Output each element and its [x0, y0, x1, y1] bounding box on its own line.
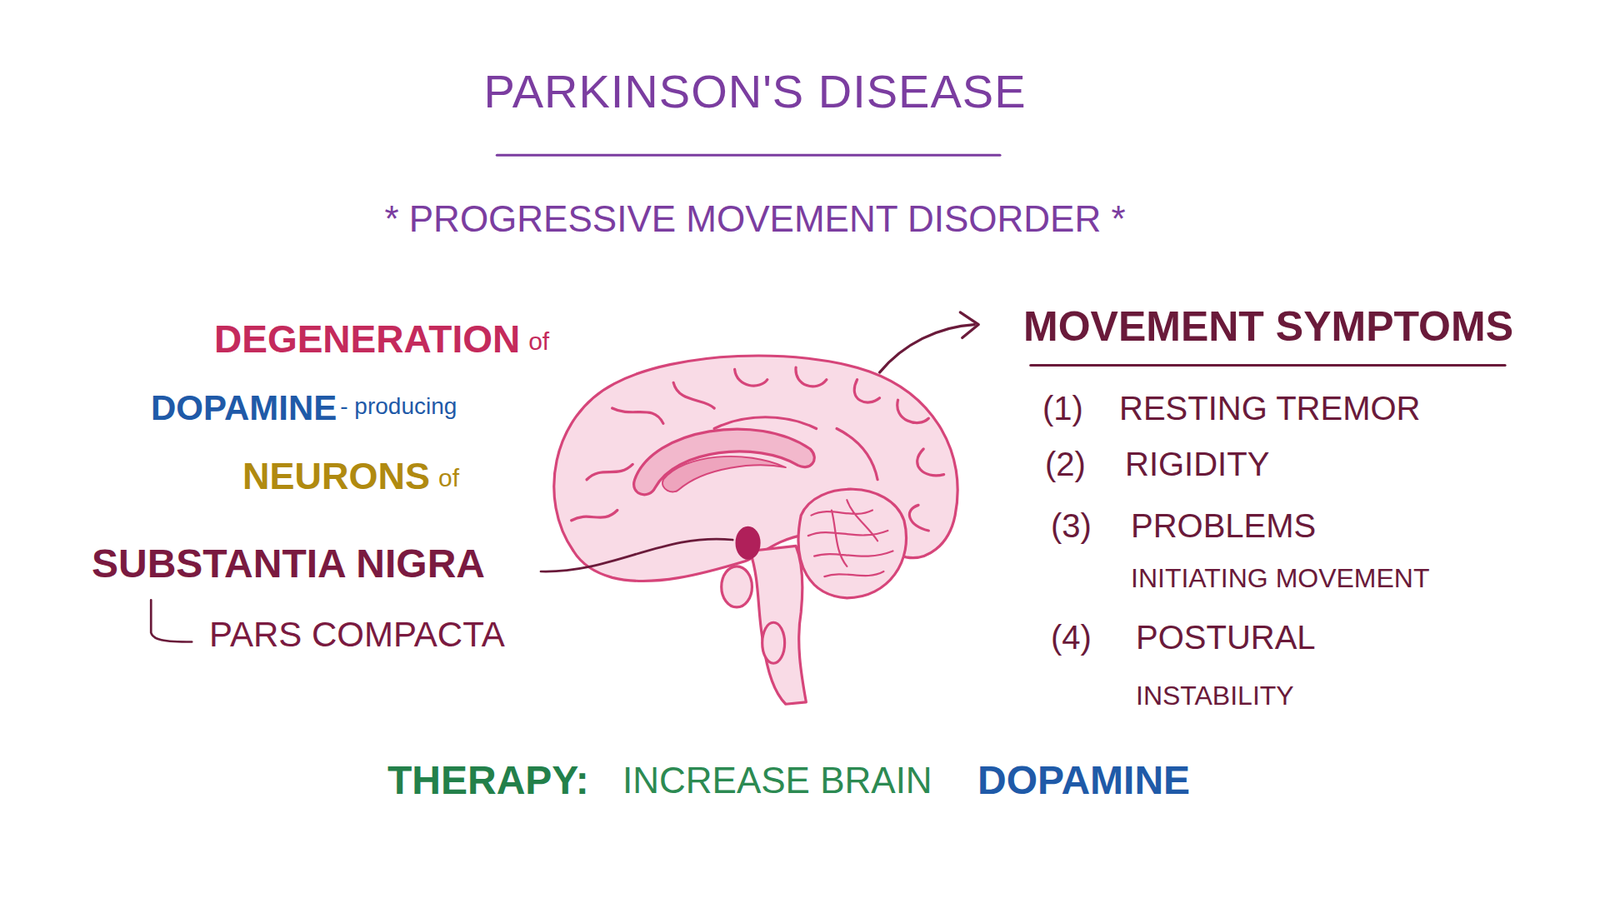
symptom: RESTING TREMOR: [1119, 388, 1421, 429]
bracket: [150, 600, 192, 642]
list-number: (3): [1050, 505, 1092, 546]
connector-word: of: [528, 326, 550, 357]
section-heading: MOVEMENT SYMPTOMS: [1023, 301, 1514, 352]
brainstem: [750, 545, 806, 705]
connector-word: of: [438, 463, 460, 494]
connector-word: - producing: [340, 392, 457, 421]
pons: [762, 622, 785, 664]
midbrain-oval: [721, 566, 753, 608]
cerebellum: [798, 489, 906, 599]
title: PARKINSON'S DISEASE: [483, 63, 1026, 120]
therapy-keyword: DOPAMINE: [977, 756, 1190, 805]
corpus-callosum: [634, 429, 815, 495]
heading-underline: [1030, 364, 1505, 367]
subtitle: * PROGRESSIVE MOVEMENT DISORDER *: [384, 197, 1125, 242]
arrowhead: [960, 312, 979, 339]
arrow: [880, 325, 975, 374]
keyword: DEGENERATION: [214, 316, 520, 363]
symptom: POSTURAL INSTABILITY: [1135, 608, 1411, 725]
structure-part: PARS COMPACTA: [209, 614, 505, 656]
list-number: (1): [1042, 388, 1084, 429]
therapy-label: THERAPY:: [387, 756, 590, 805]
keyword: NEURONS: [242, 454, 430, 500]
ventricle: [662, 456, 786, 493]
title-underline: [496, 154, 1000, 157]
symptom: RIGIDITY: [1125, 444, 1270, 485]
structure-name: SUBSTANTIA NIGRA: [91, 540, 485, 589]
leader-line: [540, 539, 733, 572]
brain: [554, 355, 958, 705]
substantia-nigra-dot: [736, 527, 760, 559]
therapy-text: INCREASE BRAIN: [622, 759, 933, 804]
cerebellum-folds: [808, 500, 894, 577]
list-number: (4): [1050, 617, 1092, 658]
symptom: PROBLEMS INITIATING MOVEMENT: [1130, 500, 1481, 605]
list-number: (2): [1045, 444, 1086, 485]
keyword: DOPAMINE: [150, 387, 337, 430]
